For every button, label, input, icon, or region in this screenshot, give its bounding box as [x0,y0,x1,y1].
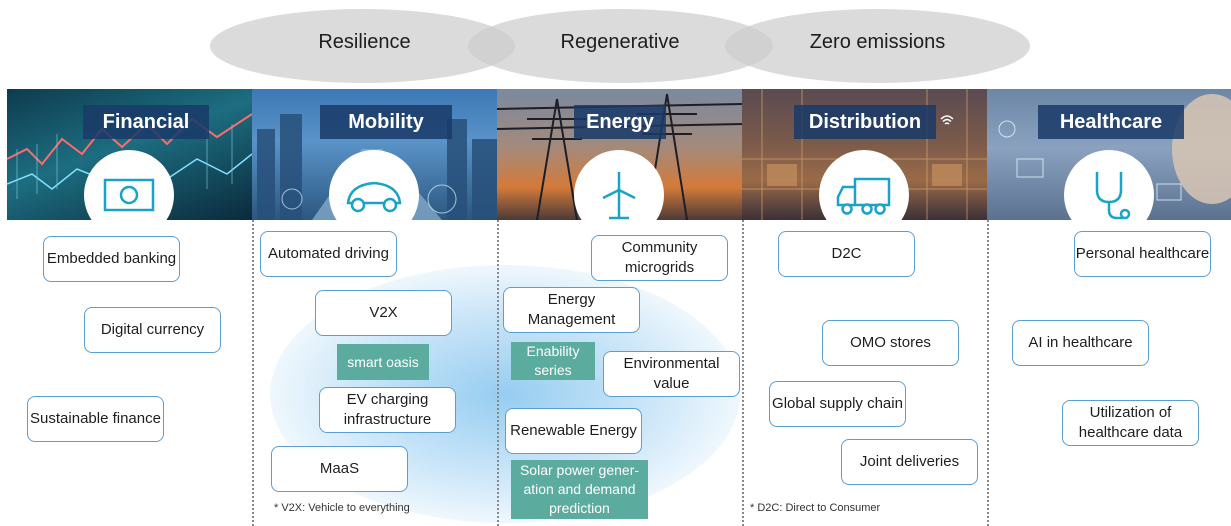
embedded-banking-box: Embedded banking [43,236,180,282]
v2x-box: V2X [315,290,452,336]
v2x-footnote: * V2X: Vehicle to everything [274,502,410,514]
energy-management-box: Energy Management [503,287,640,333]
utilization-of-data-box: Utilization of healthcare data [1062,400,1199,446]
sustainable-finance-box: Sustainable finance [27,396,164,442]
column-divider [497,220,499,526]
healthcare-banner: Healthcare [987,89,1231,220]
stethoscope-icon [1095,172,1131,220]
column-divider [987,220,989,526]
ev-charging-box: EV charging infrastructure [319,387,456,433]
sector-title-financial: Financial [83,105,209,139]
d2c-box: D2C [778,231,915,277]
theme-ellipse-resilience [210,9,515,83]
renewable-energy-box: Renewable Energy [505,408,642,454]
financial-icon-circle [84,150,174,240]
global-supply-chain-box: Global supply chain [769,381,906,427]
car-icon [346,181,402,213]
distribution-icon-circle [819,150,909,240]
solar-prediction-tag: Solar power gener-ation and demand predi… [511,460,648,519]
omo-stores-box: OMO stores [822,320,959,366]
digital-currency-box: Digital currency [84,307,221,353]
personal-healthcare-box: Personal healthcare [1074,231,1211,277]
theme-label-resilience: Resilience [318,31,411,53]
sector-title-distribution: Distribution [794,105,936,139]
sector-title-energy: Energy [574,105,666,139]
enability-series-tag: Enability series [511,342,595,380]
ai-in-healthcare-box: AI in healthcare [1012,320,1149,366]
theme-label-zero-emissions: Zero emissions [809,31,946,53]
theme-ellipse-zero-emissions [725,9,1030,83]
joint-deliveries-box: Joint deliveries [841,439,978,485]
automated-driving-box: Automated driving [260,231,397,277]
wind-turbine-icon [602,172,636,220]
smart-oasis-tag: smart oasis [337,344,429,380]
financial-banner: Financial [7,89,252,220]
banknote-icon [103,178,155,212]
sector-title-mobility: Mobility [320,105,452,139]
medical-hud-graphic [998,94,1231,204]
healthcare-icon-circle [1064,150,1154,240]
community-microgrids-box: Community microgrids [591,235,728,281]
truck-icon [836,177,891,215]
mobility-icon-circle [329,150,419,240]
mobility-banner: Mobility [252,89,497,220]
sector-title-healthcare: Healthcare [1038,105,1184,139]
theme-label-regenerative: Regenerative [560,31,680,53]
theme-ellipse-regenerative [468,9,773,83]
maas-box: MaaS [271,446,408,492]
wifi-icon [940,115,954,125]
column-divider [742,220,744,526]
energy-icon-circle [574,150,664,240]
column-divider [252,220,254,526]
d2c-footnote: * D2C: Direct to Consumer [750,502,881,514]
environmental-value-box: Environmental value [603,351,740,397]
